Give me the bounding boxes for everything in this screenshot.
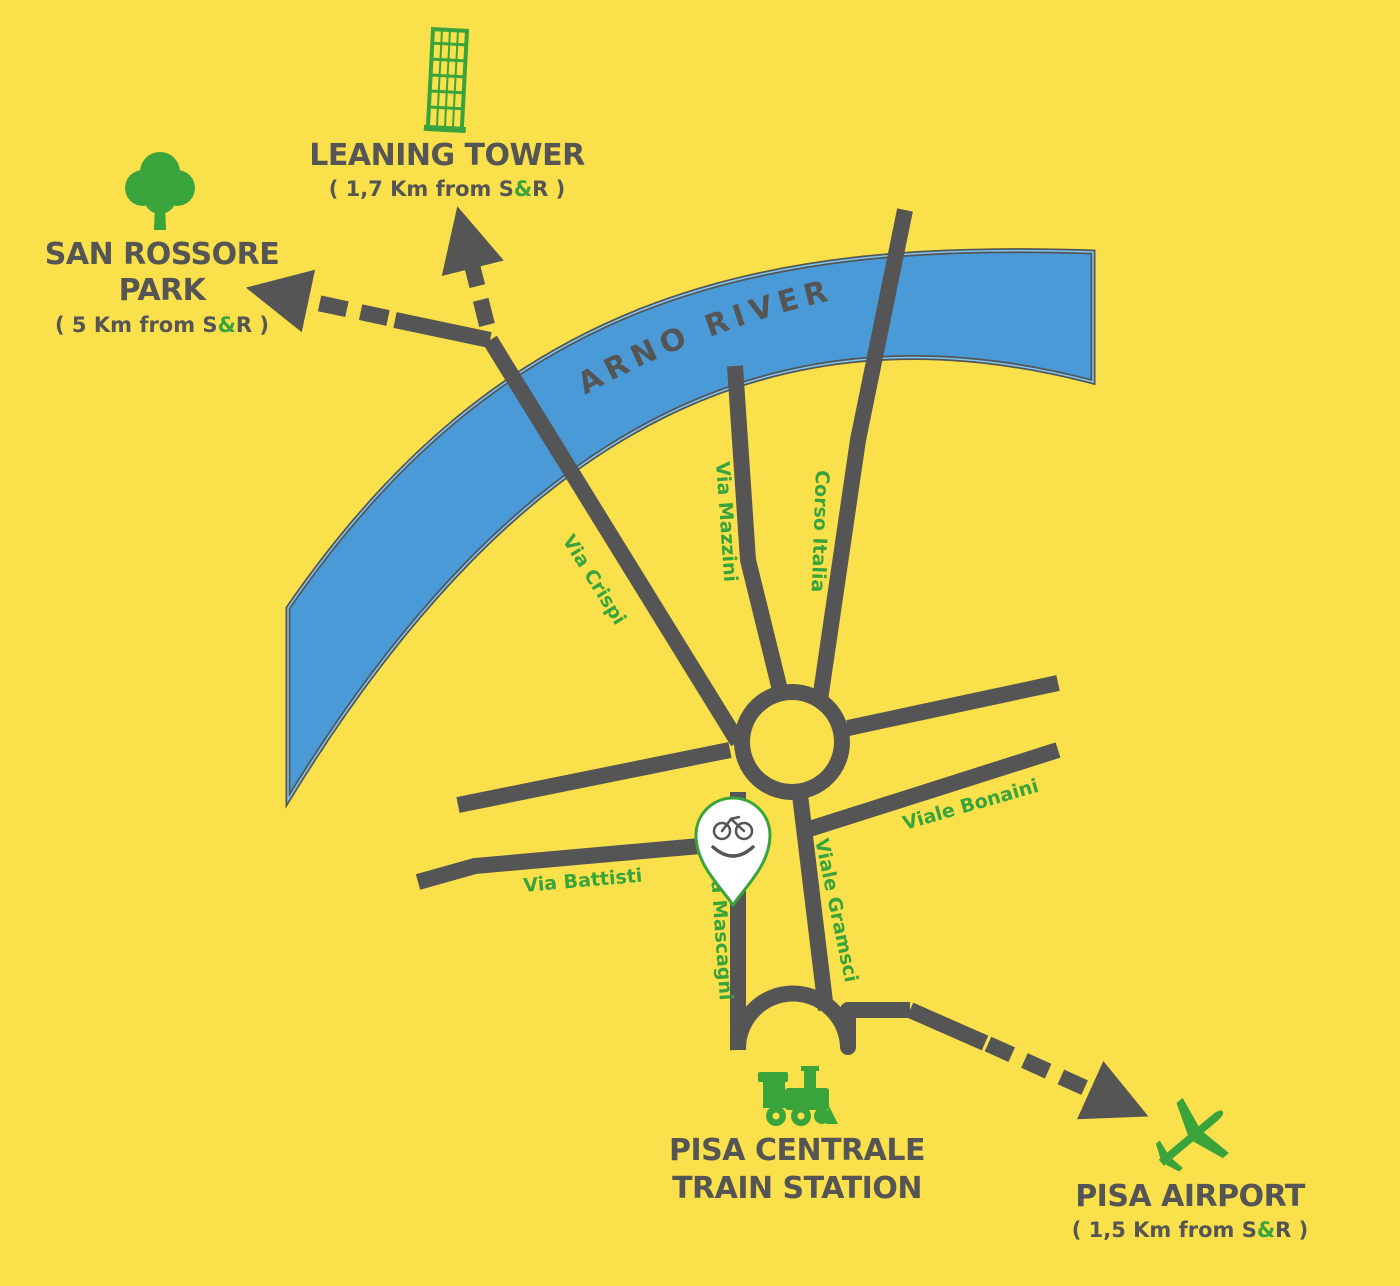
roundabout	[734, 684, 850, 800]
arrow-to-airport	[984, 1036, 1149, 1120]
san-rossore-distance: ( 5 Km from S&R )	[55, 313, 269, 337]
train-station-name-line2: TRAIN STATION	[672, 1171, 922, 1206]
road-viale-gramsci	[792, 794, 834, 1011]
road-corso-italia	[812, 208, 913, 702]
label-corso-italia: Corso Italia	[807, 470, 833, 593]
road-northwest	[456, 742, 732, 813]
leaning-tower-name: LEANING TOWER	[309, 138, 585, 173]
label-via-battisti: Via Battisti	[523, 865, 644, 897]
road-to-airport	[906, 1002, 989, 1051]
road-to-san-rossore	[393, 312, 492, 348]
leaning-tower-distance: ( 1,7 Km from S&R )	[329, 177, 566, 201]
road-northeast	[846, 675, 1060, 736]
road-station-loop	[729, 985, 910, 1055]
place-leaning-tower: LEANING TOWER ( 1,7 Km from S&R )	[309, 27, 586, 201]
road-via-battisti	[415, 838, 701, 890]
street-labels: Via Crispi Via Mazzini Corso Italia Vial…	[523, 461, 1042, 1001]
direction-arrows	[245, 206, 1149, 1120]
train-station-name-line1: PISA CENTRALE	[669, 1133, 925, 1168]
roads	[393, 208, 1061, 1055]
place-train-station: PISA CENTRALE TRAIN STATION	[669, 1066, 925, 1206]
airport-distance: ( 1,5 Km from S&R )	[1072, 1218, 1309, 1242]
place-pisa-airport: PISA AIRPORT ( 1,5 Km from S&R )	[1072, 1097, 1309, 1242]
san-rossore-name-line2: PARK	[119, 273, 208, 308]
leaning-tower-icon	[423, 27, 470, 133]
place-san-rossore-park: SAN ROSSORE PARK ( 5 Km from S&R )	[45, 152, 280, 337]
airplane-icon	[1155, 1097, 1229, 1172]
road-viale-bonaini	[797, 742, 1061, 840]
road-via-crispi	[483, 335, 745, 747]
road-via-mazzini	[727, 365, 788, 692]
bike-smile-marker-icon[interactable]	[694, 796, 772, 908]
arrow-to-san-rossore	[245, 269, 390, 333]
airport-name: PISA AIRPORT	[1075, 1179, 1306, 1214]
arno-river: ARNO RIVER	[285, 248, 1096, 809]
train-icon	[758, 1066, 838, 1126]
arrow-to-leaning-tower	[441, 206, 504, 327]
tree-icon	[125, 152, 195, 230]
san-rossore-name-line1: SAN ROSSORE	[45, 237, 279, 272]
